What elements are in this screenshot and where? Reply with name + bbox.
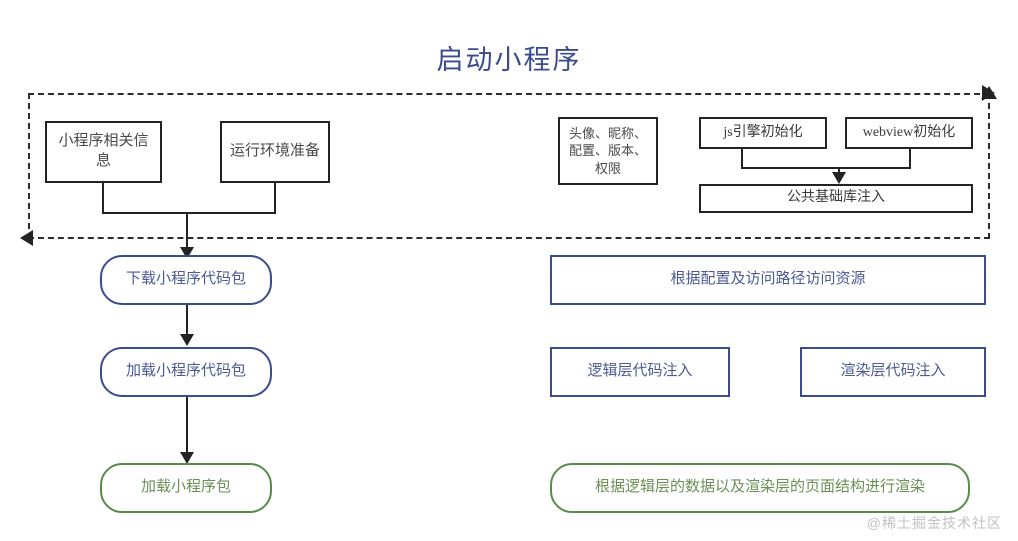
node-label: 渲染层代码注入	[840, 363, 946, 380]
connector-line	[186, 397, 188, 457]
connector-arrow-down-icon	[832, 172, 846, 184]
node-js-engine-init[interactable]: js引擎初始化	[699, 117, 827, 149]
node-label: 根据逻辑层的数据以及渲染层的页面结构进行渲染	[594, 479, 925, 496]
connector-line	[274, 183, 276, 214]
node-mini-program-info[interactable]: 小程序相关信息	[45, 121, 162, 183]
node-label: 加载小程序代码包	[125, 363, 246, 380]
node-render-with-logic-and-view[interactable]: 根据逻辑层的数据以及渲染层的页面结构进行渲染	[550, 463, 970, 513]
node-download-code-package[interactable]: 下载小程序代码包	[100, 255, 272, 305]
connector-line	[186, 305, 188, 339]
page-title: 启动小程序	[436, 45, 582, 75]
connector-line	[102, 212, 276, 214]
node-load-code-package[interactable]: 加载小程序代码包	[100, 347, 272, 397]
watermark: @稀土掘金技术社区	[866, 515, 1002, 531]
connector-line	[838, 167, 840, 175]
node-access-resource-by-config-path[interactable]: 根据配置及访问路径访问资源	[550, 255, 986, 305]
connector-line	[741, 167, 911, 169]
connector-line	[186, 212, 188, 255]
node-label: 下载小程序代码包	[125, 271, 246, 288]
connector-arrow-down-icon	[180, 334, 194, 346]
dashed-flow-arrow-left-icon	[20, 230, 33, 246]
node-common-base-lib-inject[interactable]: 公共基础库注入	[699, 184, 973, 213]
node-label: 头像、昵称、配置、版本、权限	[568, 126, 647, 176]
node-webview-init[interactable]: webview初始化	[845, 117, 973, 149]
connector-line	[909, 149, 911, 169]
node-label: 小程序相关信息	[58, 133, 149, 169]
connector-line	[741, 149, 743, 169]
node-label: webview初始化	[862, 124, 956, 140]
node-load-mini-program-package[interactable]: 加载小程序包	[100, 463, 272, 513]
node-label: 加载小程序包	[140, 479, 231, 496]
node-user-profile-config[interactable]: 头像、昵称、配置、版本、权限	[558, 117, 658, 185]
connector-arrow-down-icon	[180, 452, 194, 464]
preparation-phase-group	[28, 93, 990, 239]
dashed-flow-arrow-up-icon	[981, 86, 997, 99]
node-render-layer-code-inject[interactable]: 渲染层代码注入	[800, 347, 986, 397]
node-label: 公共基础库注入	[787, 190, 885, 206]
connector-line	[102, 183, 104, 214]
node-runtime-env-prep[interactable]: 运行环境准备	[220, 121, 330, 183]
node-label: js引擎初始化	[723, 124, 803, 140]
node-logic-layer-code-inject[interactable]: 逻辑层代码注入	[550, 347, 730, 397]
node-label: 逻辑层代码注入	[587, 363, 693, 380]
node-label: 根据配置及访问路径访问资源	[670, 271, 866, 288]
node-label: 运行环境准备	[229, 143, 320, 160]
